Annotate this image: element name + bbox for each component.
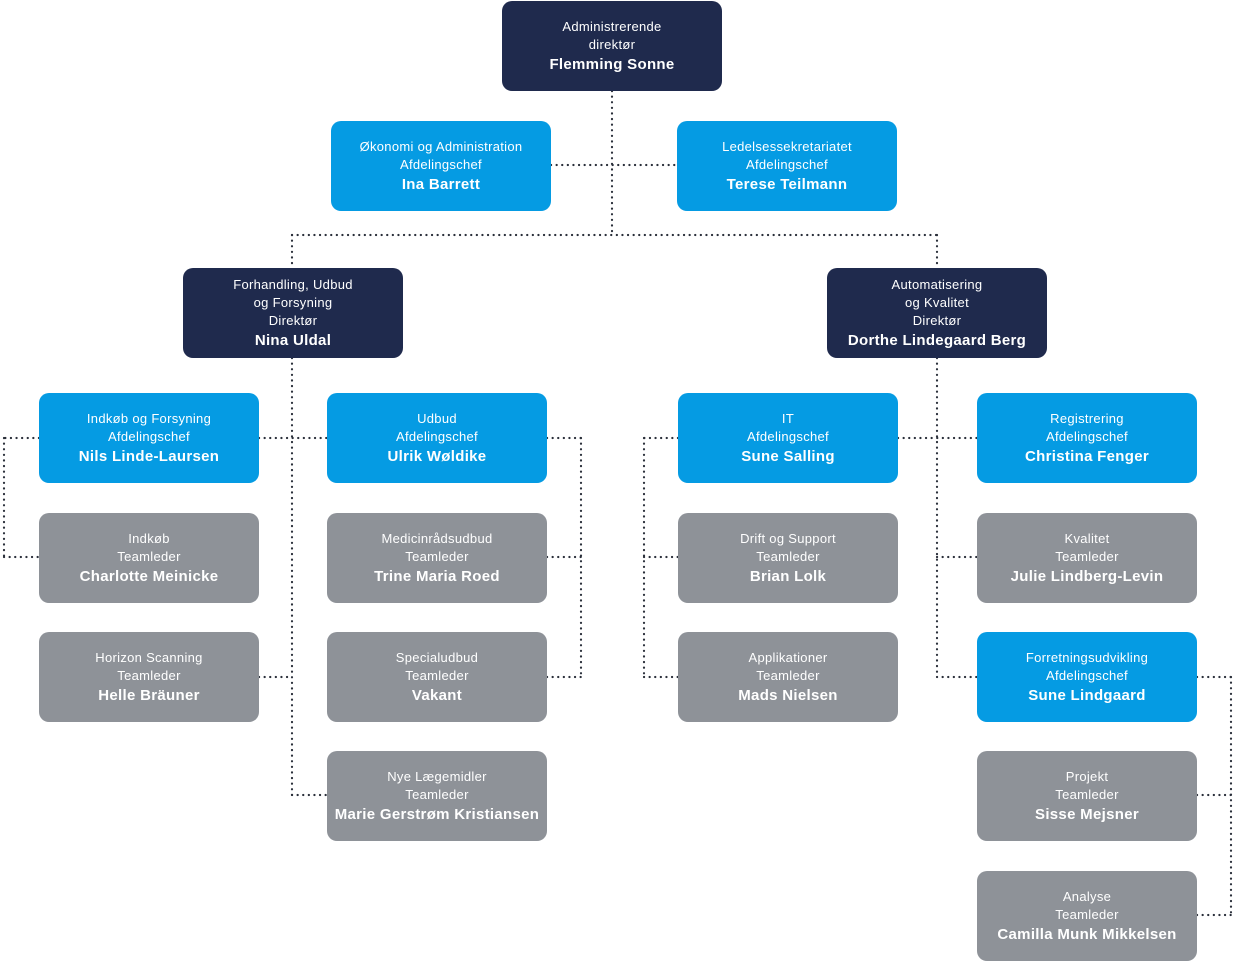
- node-role-line: og Kvalitet: [904, 294, 969, 310]
- node-role-line: Indkøb: [128, 530, 170, 546]
- node-role-line: Teamleder: [117, 548, 181, 564]
- node-role-line: Specialudbud: [395, 649, 479, 665]
- node-role-line: Direktør: [912, 312, 962, 328]
- node-role-line: Kvalitet: [1064, 530, 1110, 546]
- node-person-name: Nina Uldal: [254, 331, 332, 349]
- node-role-line: Afdelingschef: [746, 156, 828, 172]
- node-role-line: Teamleder: [405, 548, 469, 564]
- node-person-name: Julie Lindberg-Levin: [1010, 567, 1164, 585]
- node-role-line: Teamleder: [117, 667, 181, 683]
- node-person-name: Terese Teilmann: [726, 175, 848, 193]
- node-role-line: Analyse: [1062, 888, 1112, 904]
- node-role-line: Medicinrådsudbud: [381, 530, 493, 546]
- node-role-line: Applikationer: [748, 649, 828, 665]
- node-person-name: Flemming Sonne: [549, 55, 675, 73]
- node-role-line: Afdelingschef: [1046, 428, 1128, 444]
- node-role-line: Afdelingschef: [400, 156, 482, 172]
- node-person-name: Trine Maria Roed: [374, 567, 500, 585]
- node-person-name: Nils Linde-Laursen: [78, 447, 220, 465]
- node-role-line: Teamleder: [1055, 906, 1119, 922]
- node-role-line: Nye Lægemidler: [387, 768, 487, 784]
- node-person-name: Sune Lindgaard: [1028, 686, 1146, 704]
- node-role-line: Afdelingschef: [747, 428, 829, 444]
- node-role-line: Direktør: [268, 312, 318, 328]
- node-role-line: Afdelingschef: [396, 428, 478, 444]
- node-role-line: direktør: [588, 36, 636, 52]
- node-role-line: Ledelsessekretariatet: [722, 138, 852, 154]
- node-role-line: Forhandling, Udbud: [233, 276, 353, 292]
- node-role-line: Indkøb og Forsyning: [86, 410, 212, 426]
- node-person-name: Christina Fenger: [1025, 447, 1149, 465]
- node-role-line: Teamleder: [405, 667, 469, 683]
- node-role-line: Projekt: [1065, 768, 1109, 784]
- node-role-line: Udbud: [417, 410, 457, 426]
- node-role-line: Administrerende: [562, 18, 662, 34]
- node-person-name: Marie Gerstrøm Kristiansen: [334, 805, 540, 823]
- node-role-line: Forretningsudvikling: [1025, 649, 1149, 665]
- node-role-line: IT: [781, 410, 795, 426]
- node-person-name: Mads Nielsen: [738, 686, 838, 704]
- node-role-line: Teamleder: [756, 667, 820, 683]
- node-person-name: Ulrik Wøldike: [387, 447, 487, 465]
- node-role-line: Afdelingschef: [108, 428, 190, 444]
- node-person-name: Sune Salling: [741, 447, 835, 465]
- node-role-line: Teamleder: [1055, 786, 1119, 802]
- node-person-name: Ina Barrett: [401, 175, 481, 193]
- node-person-name: Camilla Munk Mikkelsen: [997, 925, 1177, 943]
- node-role-line: Teamleder: [405, 786, 469, 802]
- node-person-name: Sisse Mejsner: [1035, 805, 1139, 823]
- node-role-line: Teamleder: [756, 548, 820, 564]
- node-role-line: Registrering: [1050, 410, 1124, 426]
- node-role-line: Drift og Support: [740, 530, 836, 546]
- node-role-line: og Forsyning: [253, 294, 333, 310]
- node-person-name: Brian Lolk: [749, 567, 827, 585]
- node-person-name: Vakant: [411, 686, 463, 704]
- node-role-line: Økonomi og Administration: [359, 138, 523, 154]
- node-role-line: Teamleder: [1055, 548, 1119, 564]
- node-role-line: Horizon Scanning: [95, 649, 203, 665]
- node-role-line: Afdelingschef: [1046, 667, 1128, 683]
- node-person-name: Charlotte Meinicke: [79, 567, 219, 585]
- node-role-line: Automatisering: [891, 276, 983, 292]
- node-person-name: Dorthe Lindegaard Berg: [847, 331, 1027, 349]
- node-person-name: Helle Bräuner: [98, 686, 200, 704]
